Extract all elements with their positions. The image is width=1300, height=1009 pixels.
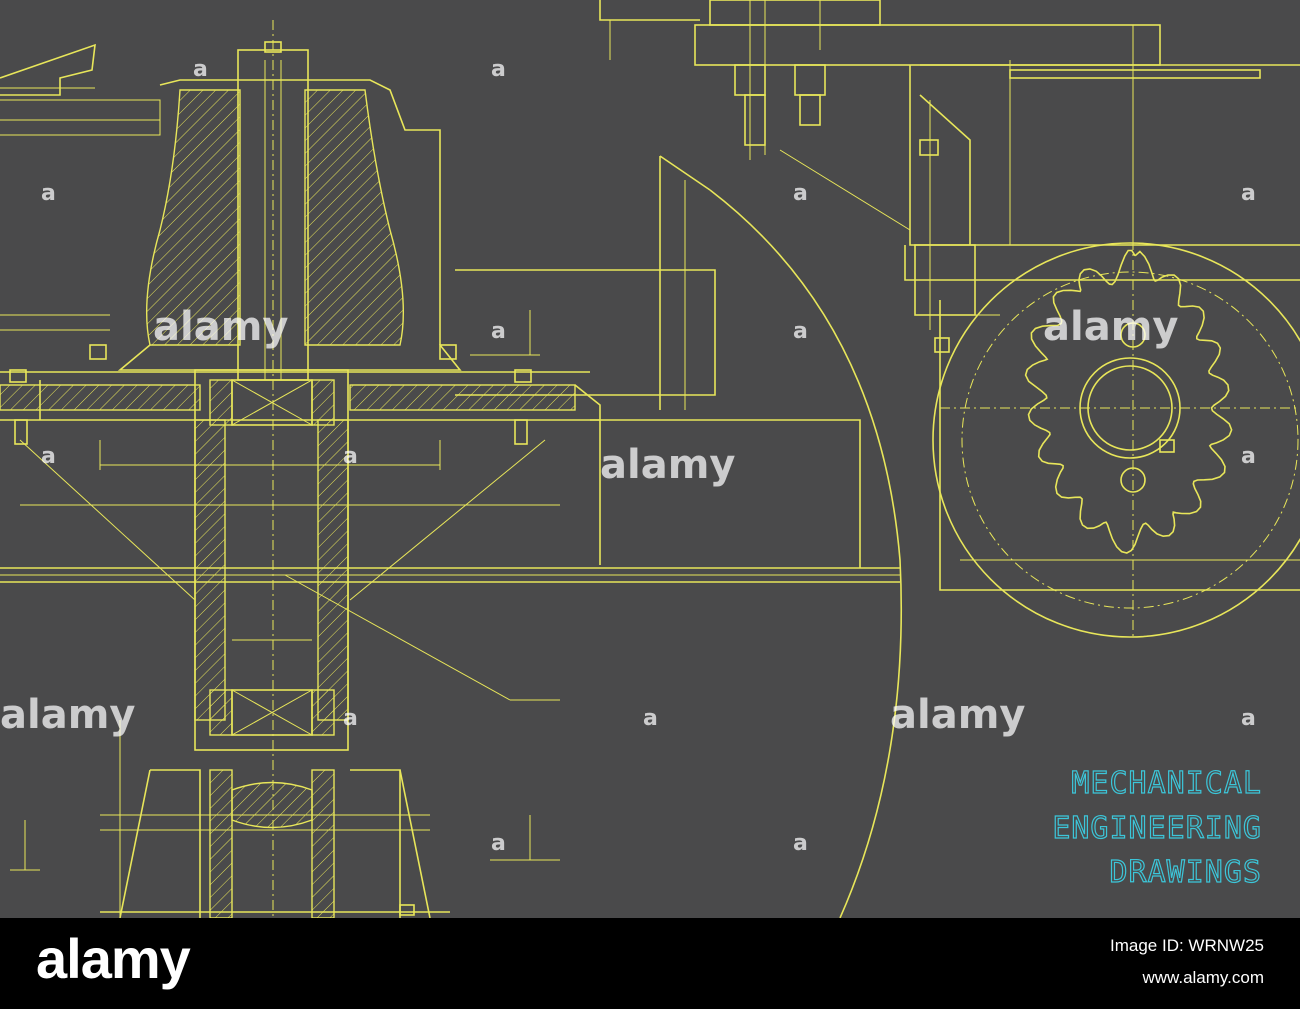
svg-text:a: a xyxy=(343,444,358,469)
svg-text:DRAWINGS: DRAWINGS xyxy=(1110,855,1263,890)
svg-text:a: a xyxy=(1241,706,1256,731)
left-bracket xyxy=(0,43,161,136)
svg-text:a: a xyxy=(491,57,506,82)
image-id: Image ID: WRNW25 xyxy=(1110,936,1264,955)
svg-text:a: a xyxy=(193,57,208,82)
svg-text:a: a xyxy=(793,181,808,206)
svg-text:alamy: alamy xyxy=(153,304,288,350)
svg-text:a: a xyxy=(41,444,56,469)
svg-text:a: a xyxy=(1241,181,1256,206)
gear xyxy=(932,200,1300,640)
svg-text:alamy: alamy xyxy=(1043,304,1178,350)
svg-text:alamy: alamy xyxy=(890,692,1025,738)
svg-text:a: a xyxy=(491,319,506,344)
watermarks: alamy alamy alamy alamy alamy a a a a a … xyxy=(0,57,1256,856)
footer-bar: alamy Image ID: WRNW25 www.alamy.com xyxy=(0,918,1300,1009)
svg-text:alamy: alamy xyxy=(0,692,135,738)
flange xyxy=(0,314,601,565)
top-machine xyxy=(599,0,1300,353)
lower-base xyxy=(10,310,560,918)
svg-text:a: a xyxy=(343,706,358,731)
svg-text:a: a xyxy=(1241,444,1256,469)
svg-text:a: a xyxy=(643,706,658,731)
svg-text:a: a xyxy=(491,831,506,856)
svg-text:a: a xyxy=(793,831,808,856)
svg-text:alamy: alamy xyxy=(600,442,735,488)
shaft-sleeve xyxy=(194,369,560,751)
brand-logo: alamy xyxy=(36,927,191,990)
svg-text:ENGINEERING: ENGINEERING xyxy=(1052,811,1262,846)
drawing-title: MECHANICAL ENGINEERING DRAWINGS xyxy=(1052,765,1263,890)
site-url: www.alamy.com xyxy=(1142,968,1264,987)
svg-text:a: a xyxy=(793,319,808,344)
bearing-housing xyxy=(117,20,462,918)
svg-text:a: a xyxy=(41,181,56,206)
lower-cone xyxy=(19,439,560,601)
frame-lines xyxy=(0,0,900,583)
large-arc xyxy=(709,189,903,918)
svg-text:MECHANICAL: MECHANICAL xyxy=(1071,766,1262,801)
mechanical-drawing: alamy alamy alamy alamy alamy a a a a a … xyxy=(0,0,1300,918)
